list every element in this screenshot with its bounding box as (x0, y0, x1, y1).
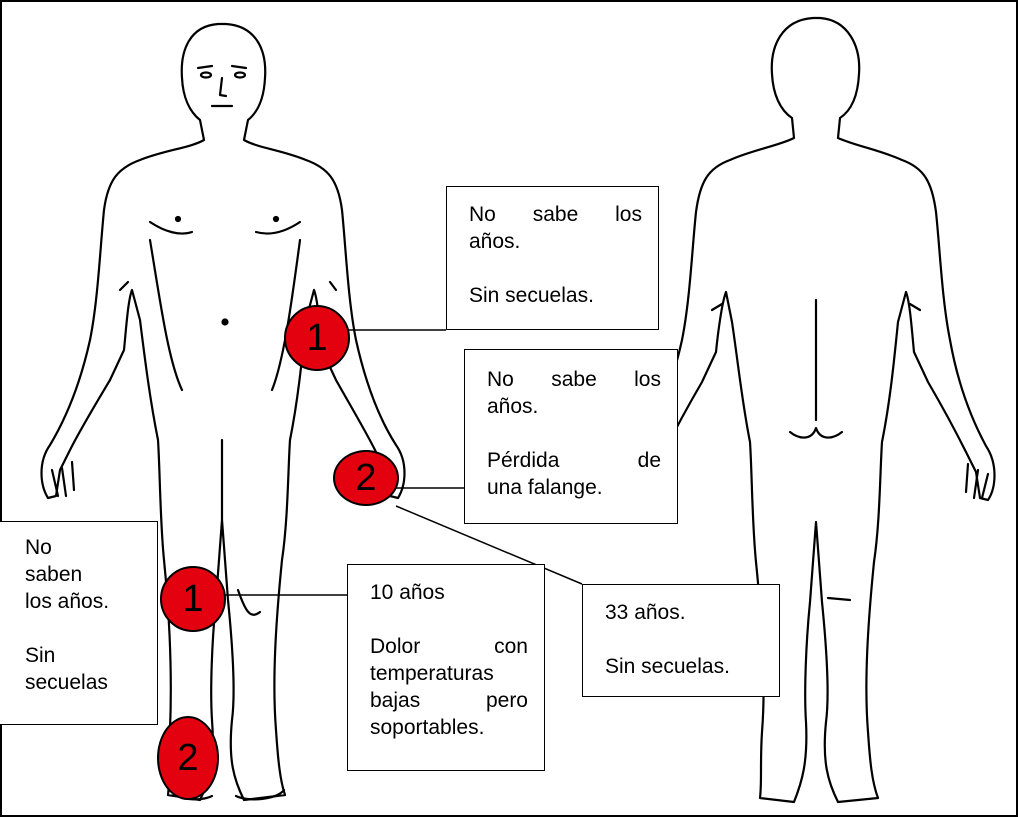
note-torso-line2: años. (469, 228, 642, 255)
note-torso-line1: No sabe los (469, 201, 642, 228)
note-knee-line5: soportables. (370, 714, 528, 741)
note-hand-second-line2: Sin secuelas. (605, 653, 763, 680)
note-hand-second-line1: 33 años. (605, 599, 763, 626)
note-hand-second: 33 años. Sin secuelas. (582, 584, 780, 697)
note-hand: No sabe los años. Pérdida de una falange… (464, 349, 678, 524)
note-leg-left-line4: Sin (25, 642, 149, 669)
note-knee-line4: bajas pero (370, 687, 528, 714)
injury-marker: 1 (160, 566, 226, 632)
note-knee-line1: 10 años (370, 579, 528, 606)
note-leg-left-line1: No (25, 534, 149, 561)
injury-marker: 2 (157, 716, 219, 800)
note-hand-line2: años. (487, 393, 661, 420)
note-hand-line3: Pérdida de (487, 447, 661, 474)
note-knee-line3: temperaturas (370, 660, 528, 687)
note-knee: 10 años Dolor con temperaturas bajas per… (347, 564, 545, 771)
note-hand-line1: No sabe los (487, 366, 661, 393)
note-hand-line4: una falange. (487, 474, 661, 501)
note-torso-line3: Sin secuelas. (469, 282, 642, 309)
note-leg-left: No saben los años. Sin secuelas (0, 521, 158, 725)
note-knee-line2: Dolor con (370, 633, 528, 660)
note-leg-left-line2: saben (25, 561, 149, 588)
note-leg-left-line5: secuelas (25, 669, 149, 696)
note-torso: No sabe los años. Sin secuelas. (446, 186, 659, 330)
injury-marker: 1 (284, 305, 350, 371)
injury-marker: 2 (333, 450, 399, 506)
note-leg-left-line3: los años. (25, 588, 149, 615)
